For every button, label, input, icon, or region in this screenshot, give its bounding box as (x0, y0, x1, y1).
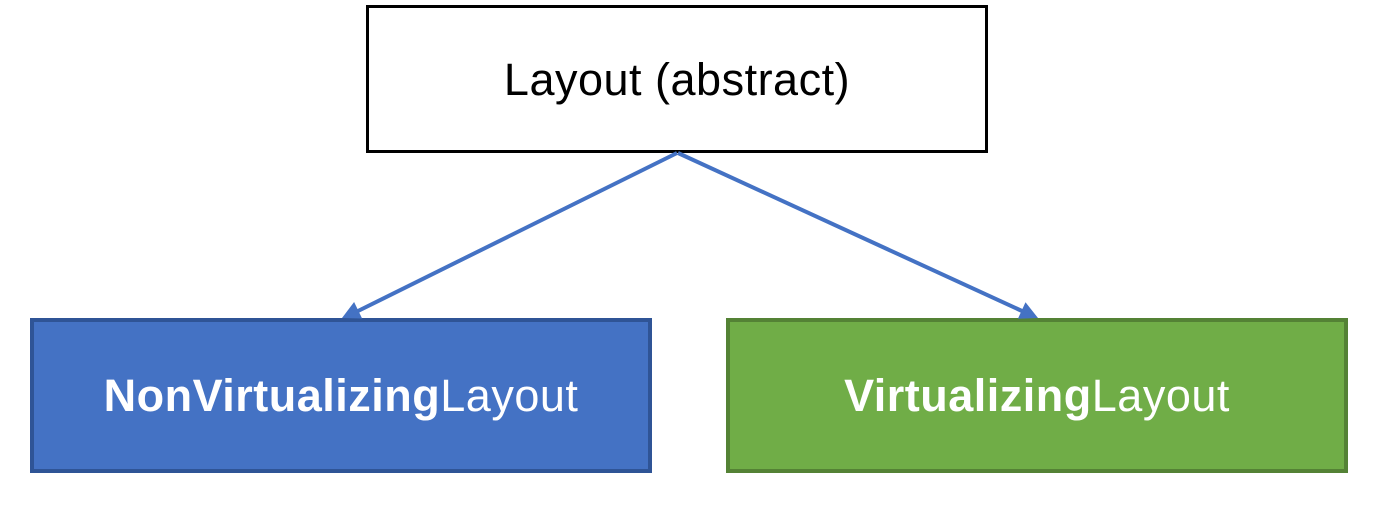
connector-left-line (357, 151, 678, 313)
node-layout-abstract-label: Layout (abstract) (503, 53, 851, 105)
node-label-regular-part: Layout (1091, 370, 1230, 421)
node-layout-abstract: Layout (abstract) (366, 5, 988, 153)
connector-right-line (677, 151, 1023, 313)
node-label-bold-part: Virtualizing (844, 370, 1092, 421)
node-label-regular-part: Layout (440, 370, 579, 421)
connector-right-arrowhead (1017, 302, 1038, 319)
connector-left-arrowhead (342, 302, 363, 319)
node-nonvirtualizing-layout: NonVirtualizingLayout (30, 318, 652, 473)
node-virtualizing-layout: VirtualizingLayout (726, 318, 1348, 473)
node-nonvirtualizing-layout-label: NonVirtualizingLayout (104, 373, 579, 418)
node-virtualizing-layout-label: VirtualizingLayout (844, 373, 1230, 418)
node-label-bold-part: NonVirtualizing (103, 370, 441, 421)
